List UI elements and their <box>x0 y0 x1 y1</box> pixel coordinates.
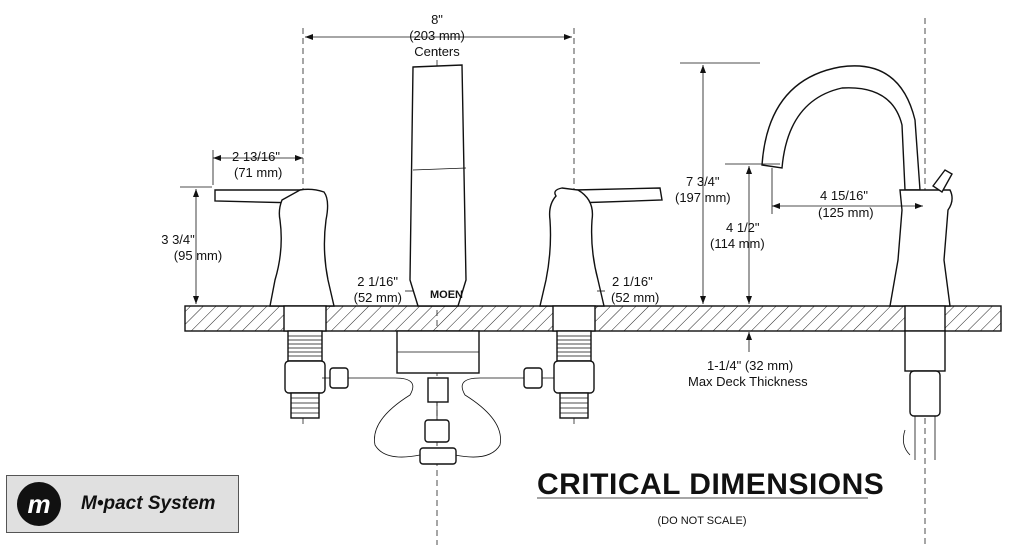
badge-logo-glyph: m <box>27 488 51 519</box>
dim-centers-imperial: 8" <box>431 12 443 27</box>
dim-handle-height-imperial: 3 3/4" <box>161 232 195 247</box>
dim-spout-height-imperial: 7 3/4" <box>686 174 720 189</box>
dim-right-width-imperial: 2 1/16" <box>612 274 653 289</box>
dim-centers-label: Centers <box>414 44 460 59</box>
left-handle <box>214 188 335 419</box>
dim-right-width-metric: (52 mm) <box>611 290 659 305</box>
dim-spout-reach-metric: (125 mm) <box>818 205 874 220</box>
dim-spout-clearance-metric: (114 mm) <box>710 236 765 251</box>
right-handle <box>539 187 663 419</box>
scale-note: (DO NOT SCALE) <box>657 515 746 527</box>
mpact-system-badge: m M•pact System <box>6 475 239 533</box>
dim-left-width-imperial: 2 1/16" <box>357 274 398 289</box>
spout-brand: MOEN <box>430 289 463 301</box>
supply-hoses <box>322 367 554 465</box>
diagram-title: CRITICAL DIMENSIONS <box>537 468 884 501</box>
dim-spout-reach-imperial: 4 15/16" <box>820 188 868 203</box>
dim-deck-thickness: 1-1/4" (32 mm) <box>707 358 793 373</box>
dim-handle-height-metric: (95 mm) <box>174 248 222 263</box>
dim-deck-label: Max Deck Thickness <box>688 374 808 389</box>
dim-handle-reach-imperial: 2 13/16" <box>232 149 280 164</box>
gooseneck-spout <box>761 65 953 460</box>
center-spout: MOEN <box>396 64 480 374</box>
dim-handle-reach-metric: (71 mm) <box>234 165 282 180</box>
dim-left-width-metric: (52 mm) <box>354 290 402 305</box>
moen-logo-icon: m <box>17 482 61 526</box>
dim-spout-clearance-imperial: 4 1/2" <box>726 220 760 235</box>
dim-spout-height-metric: (197 mm) <box>675 190 731 205</box>
badge-label: M•pact System <box>81 493 216 514</box>
dim-centers-metric: (203 mm) <box>409 28 465 43</box>
